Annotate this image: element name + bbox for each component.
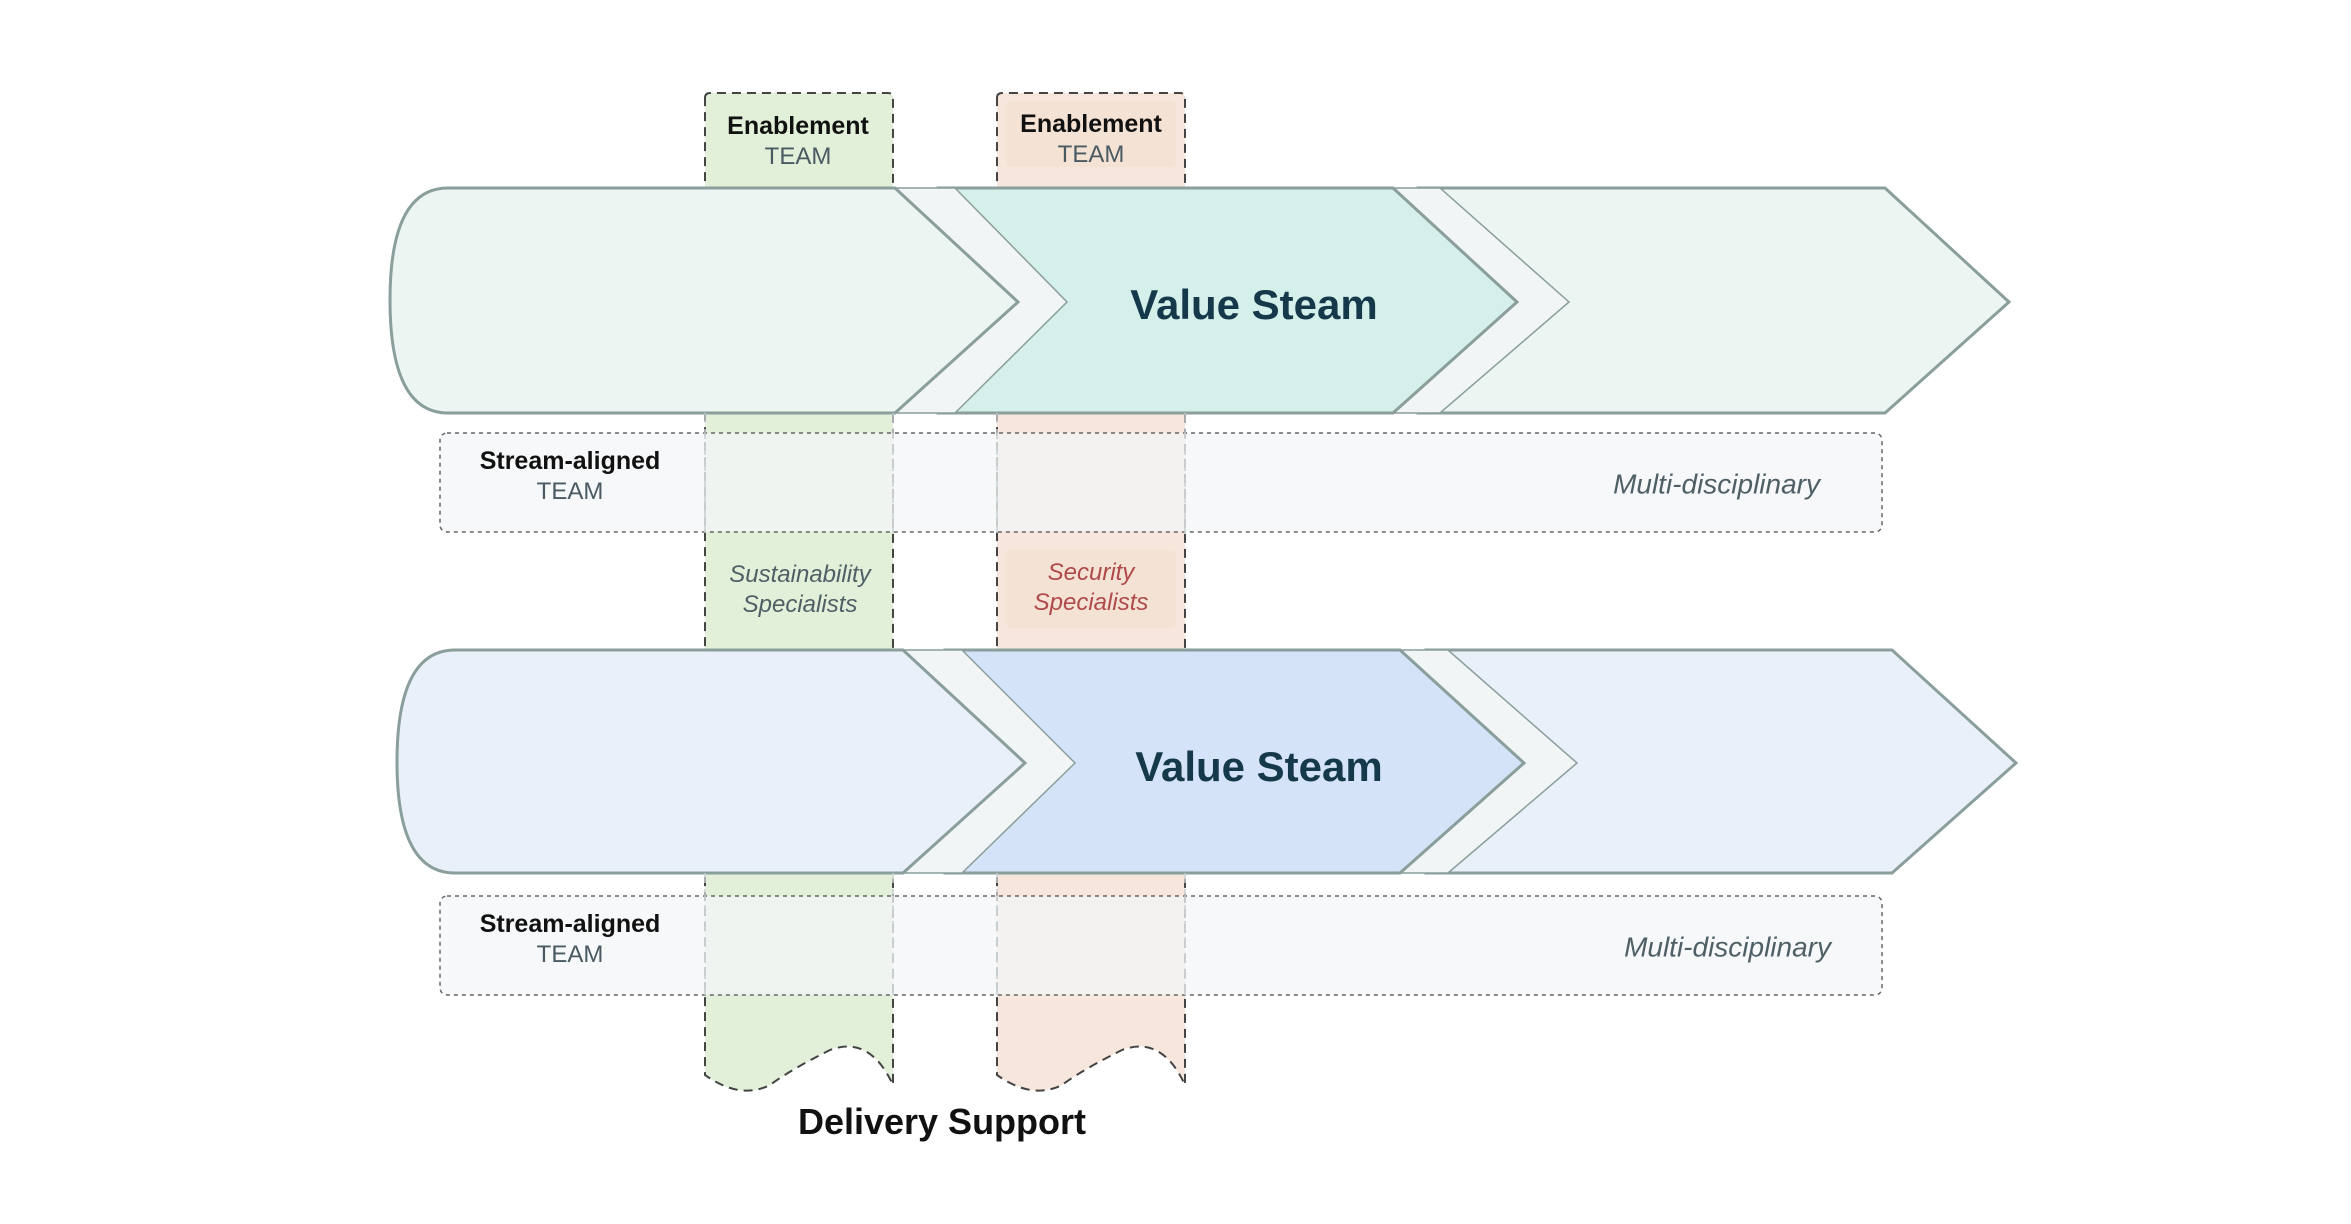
specialty-line-2: Specialists [743, 591, 858, 618]
value-stream-2-title: Value Steam [1135, 743, 1382, 790]
multi-disciplinary-label-2: Multi-disciplinary [1624, 931, 1833, 962]
value-stream-2-left-section [395, 648, 1028, 875]
multi-disciplinary-label-1: Multi-disciplinary [1613, 468, 1822, 499]
security-specialists-label: Security Specialists [1006, 550, 1176, 628]
stream-aligned-title-1: Stream-aligned [480, 447, 661, 475]
stream-aligned-subtitle-2: TEAM [537, 941, 604, 968]
enablement-title-1: Enablement [727, 112, 869, 140]
stream-aligned-band-2: Stream-aligned TEAM Multi-disciplinary [439, 895, 1883, 996]
enablement-header-security: Enablement TEAM [1006, 101, 1176, 168]
enablement-subtitle-1: TEAM [765, 143, 832, 170]
column-guides [704, 413, 1186, 995]
stream-aligned-subtitle-1: TEAM [537, 478, 604, 505]
sustainability-specialists-label: Sustainability Specialists [729, 561, 872, 618]
enablement-subtitle-2: TEAM [1058, 141, 1125, 168]
value-stream-1-title: Value Steam [1130, 281, 1377, 328]
value-stream-1: Value Steam [388, 186, 2012, 415]
specialty-line-2: Specialists [1034, 589, 1149, 616]
value-stream-2: Value Steam [395, 648, 2019, 875]
stream-aligned-band-1: Stream-aligned TEAM Multi-disciplinary [439, 432, 1883, 533]
specialty-line-1: Sustainability [729, 561, 872, 588]
enablement-title-2: Enablement [1020, 110, 1162, 138]
stream-aligned-title-2: Stream-aligned [480, 910, 661, 938]
specialty-line-1: Security [1048, 559, 1137, 586]
enablement-header-sustainability: Enablement TEAM [727, 112, 869, 170]
delivery-support-label: Delivery Support [798, 1101, 1086, 1142]
value-stream-1-left-section [388, 186, 1021, 415]
